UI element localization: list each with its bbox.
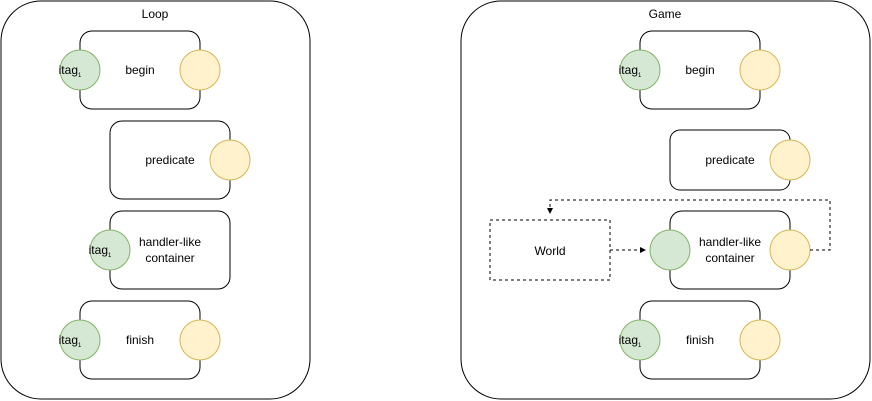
loop-begin-output-port[interactable]	[179, 49, 221, 91]
game-finish-node[interactable]: itag1 finish	[619, 300, 781, 380]
game-handler-label-line1: handler-like	[699, 235, 761, 249]
game-predicate-output-port[interactable]	[769, 139, 811, 181]
loop-panel: Loop itag1 begin predicate itag1 handler…	[0, 0, 311, 400]
game-finish-input-port[interactable]	[619, 319, 661, 361]
loop-panel-frame	[0, 0, 311, 400]
loop-predicate-label: predicate	[145, 153, 195, 167]
loop-finish-output-port[interactable]	[179, 319, 221, 361]
loop-title: Loop	[142, 7, 169, 21]
loop-finish-input-port[interactable]	[59, 319, 101, 361]
loop-predicate-node[interactable]: predicate	[109, 120, 251, 200]
game-predicate-label: predicate	[705, 153, 755, 167]
game-world-label: World	[534, 244, 565, 258]
game-handler-node[interactable]: handler-like container	[649, 210, 811, 290]
edge-handler-to-world[interactable]	[547, 199, 831, 251]
game-begin-input-port[interactable]	[619, 49, 661, 91]
game-finish-output-port[interactable]	[739, 319, 781, 361]
game-begin-tag: itag1	[619, 63, 642, 79]
game-finish-label: finish	[686, 333, 714, 347]
loop-predicate-output-port[interactable]	[209, 139, 251, 181]
loop-handler-input-port[interactable]	[89, 229, 131, 271]
game-world-node[interactable]: World	[489, 219, 611, 281]
game-begin-output-port[interactable]	[739, 49, 781, 91]
loop-handler-node[interactable]: itag1 handler-like container	[89, 210, 231, 290]
loop-handler-label-line2: container	[145, 251, 194, 265]
game-handler-input-port[interactable]	[649, 229, 691, 271]
loop-begin-label: begin	[125, 63, 154, 77]
loop-begin-input-port[interactable]	[59, 49, 101, 91]
game-finish-tag: itag1	[619, 333, 642, 349]
loop-finish-tag: itag1	[59, 333, 82, 349]
game-handler-label-line2: container	[705, 251, 754, 265]
game-predicate-node[interactable]: predicate	[669, 129, 811, 191]
game-begin-label: begin	[685, 63, 714, 77]
game-handler-output-port[interactable]	[769, 229, 811, 271]
game-begin-node[interactable]: itag1 begin	[619, 30, 781, 110]
loop-handler-tag: itag1	[89, 243, 112, 259]
loop-begin-node[interactable]: itag1 begin	[59, 30, 221, 110]
loop-begin-tag: itag1	[59, 63, 82, 79]
loop-handler-label-line1: handler-like	[139, 235, 201, 249]
game-world-box[interactable]	[489, 219, 611, 281]
game-panel: Game itag1 begin predicate World handler…	[460, 0, 871, 400]
loop-finish-label: finish	[126, 333, 154, 347]
game-title: Game	[649, 7, 682, 21]
loop-finish-node[interactable]: itag1 finish	[59, 300, 221, 380]
